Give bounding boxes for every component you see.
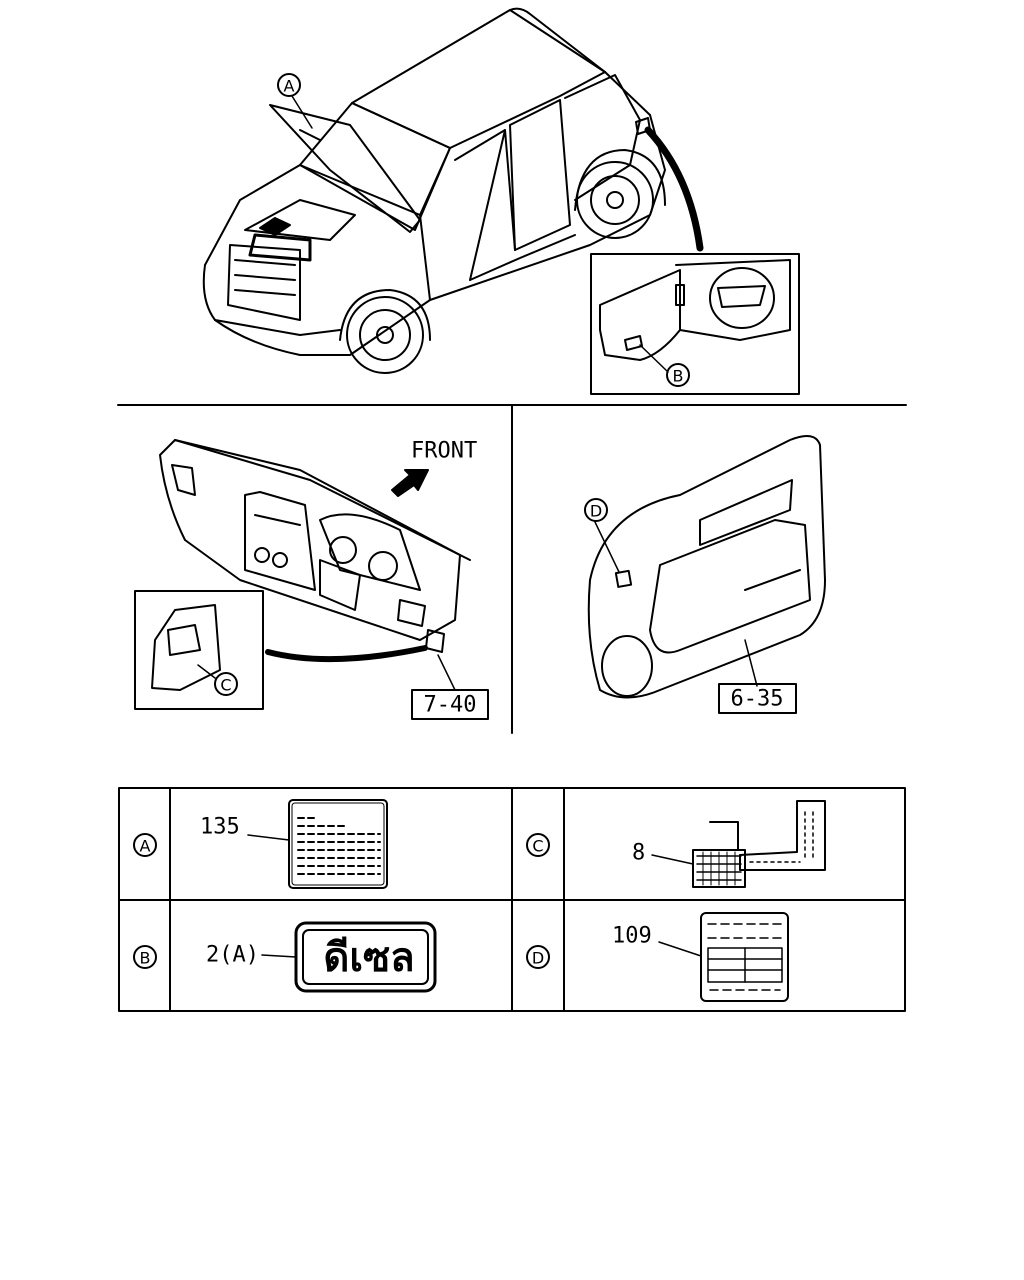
table-key-c: C [532, 837, 543, 856]
part-number-135: 135 [200, 815, 240, 840]
part-number-2a: 2(A) [206, 943, 259, 968]
callout-circle-c [214, 672, 238, 696]
table-circle-c [526, 833, 550, 857]
vehicle-illustration [202, 7, 666, 374]
callout-circle-a [277, 73, 301, 97]
ref-label-6-35: 6-35 [731, 687, 784, 712]
table-circle-d [526, 945, 550, 969]
part-number-8: 8 [632, 841, 645, 866]
callout-circle-b [666, 363, 690, 387]
fuel-lid-detail-box [590, 253, 800, 395]
table-key-d: D [532, 949, 544, 968]
table-key-b: B [140, 949, 151, 968]
table-circle-a [133, 833, 157, 857]
door-trim-illustration [587, 435, 826, 699]
label-135-image [247, 799, 388, 889]
label-2a-image [261, 921, 437, 993]
front-direction-label: FRONT [411, 439, 477, 464]
ref-box-6-35 [718, 683, 797, 714]
table-key-a: A [140, 837, 151, 856]
callout-c-letter: C [220, 676, 231, 695]
part-number-109: 109 [612, 924, 652, 949]
table-circle-b [133, 945, 157, 969]
label-8-image [651, 800, 826, 888]
parts-table [118, 787, 906, 1012]
ref-label-7-40: 7-40 [424, 693, 477, 718]
callout-a-letter: A [284, 77, 295, 96]
ref-box-7-40 [411, 689, 489, 720]
dashboard-illustration [159, 439, 471, 691]
dashboard-label-detail-box [134, 590, 264, 710]
callout-d-letter: D [590, 502, 602, 521]
label-109-image [658, 912, 789, 1002]
label-2a-thai-text: ดีเซล [323, 935, 414, 981]
callout-circle-d [584, 498, 608, 522]
callout-b-letter: B [673, 367, 684, 386]
